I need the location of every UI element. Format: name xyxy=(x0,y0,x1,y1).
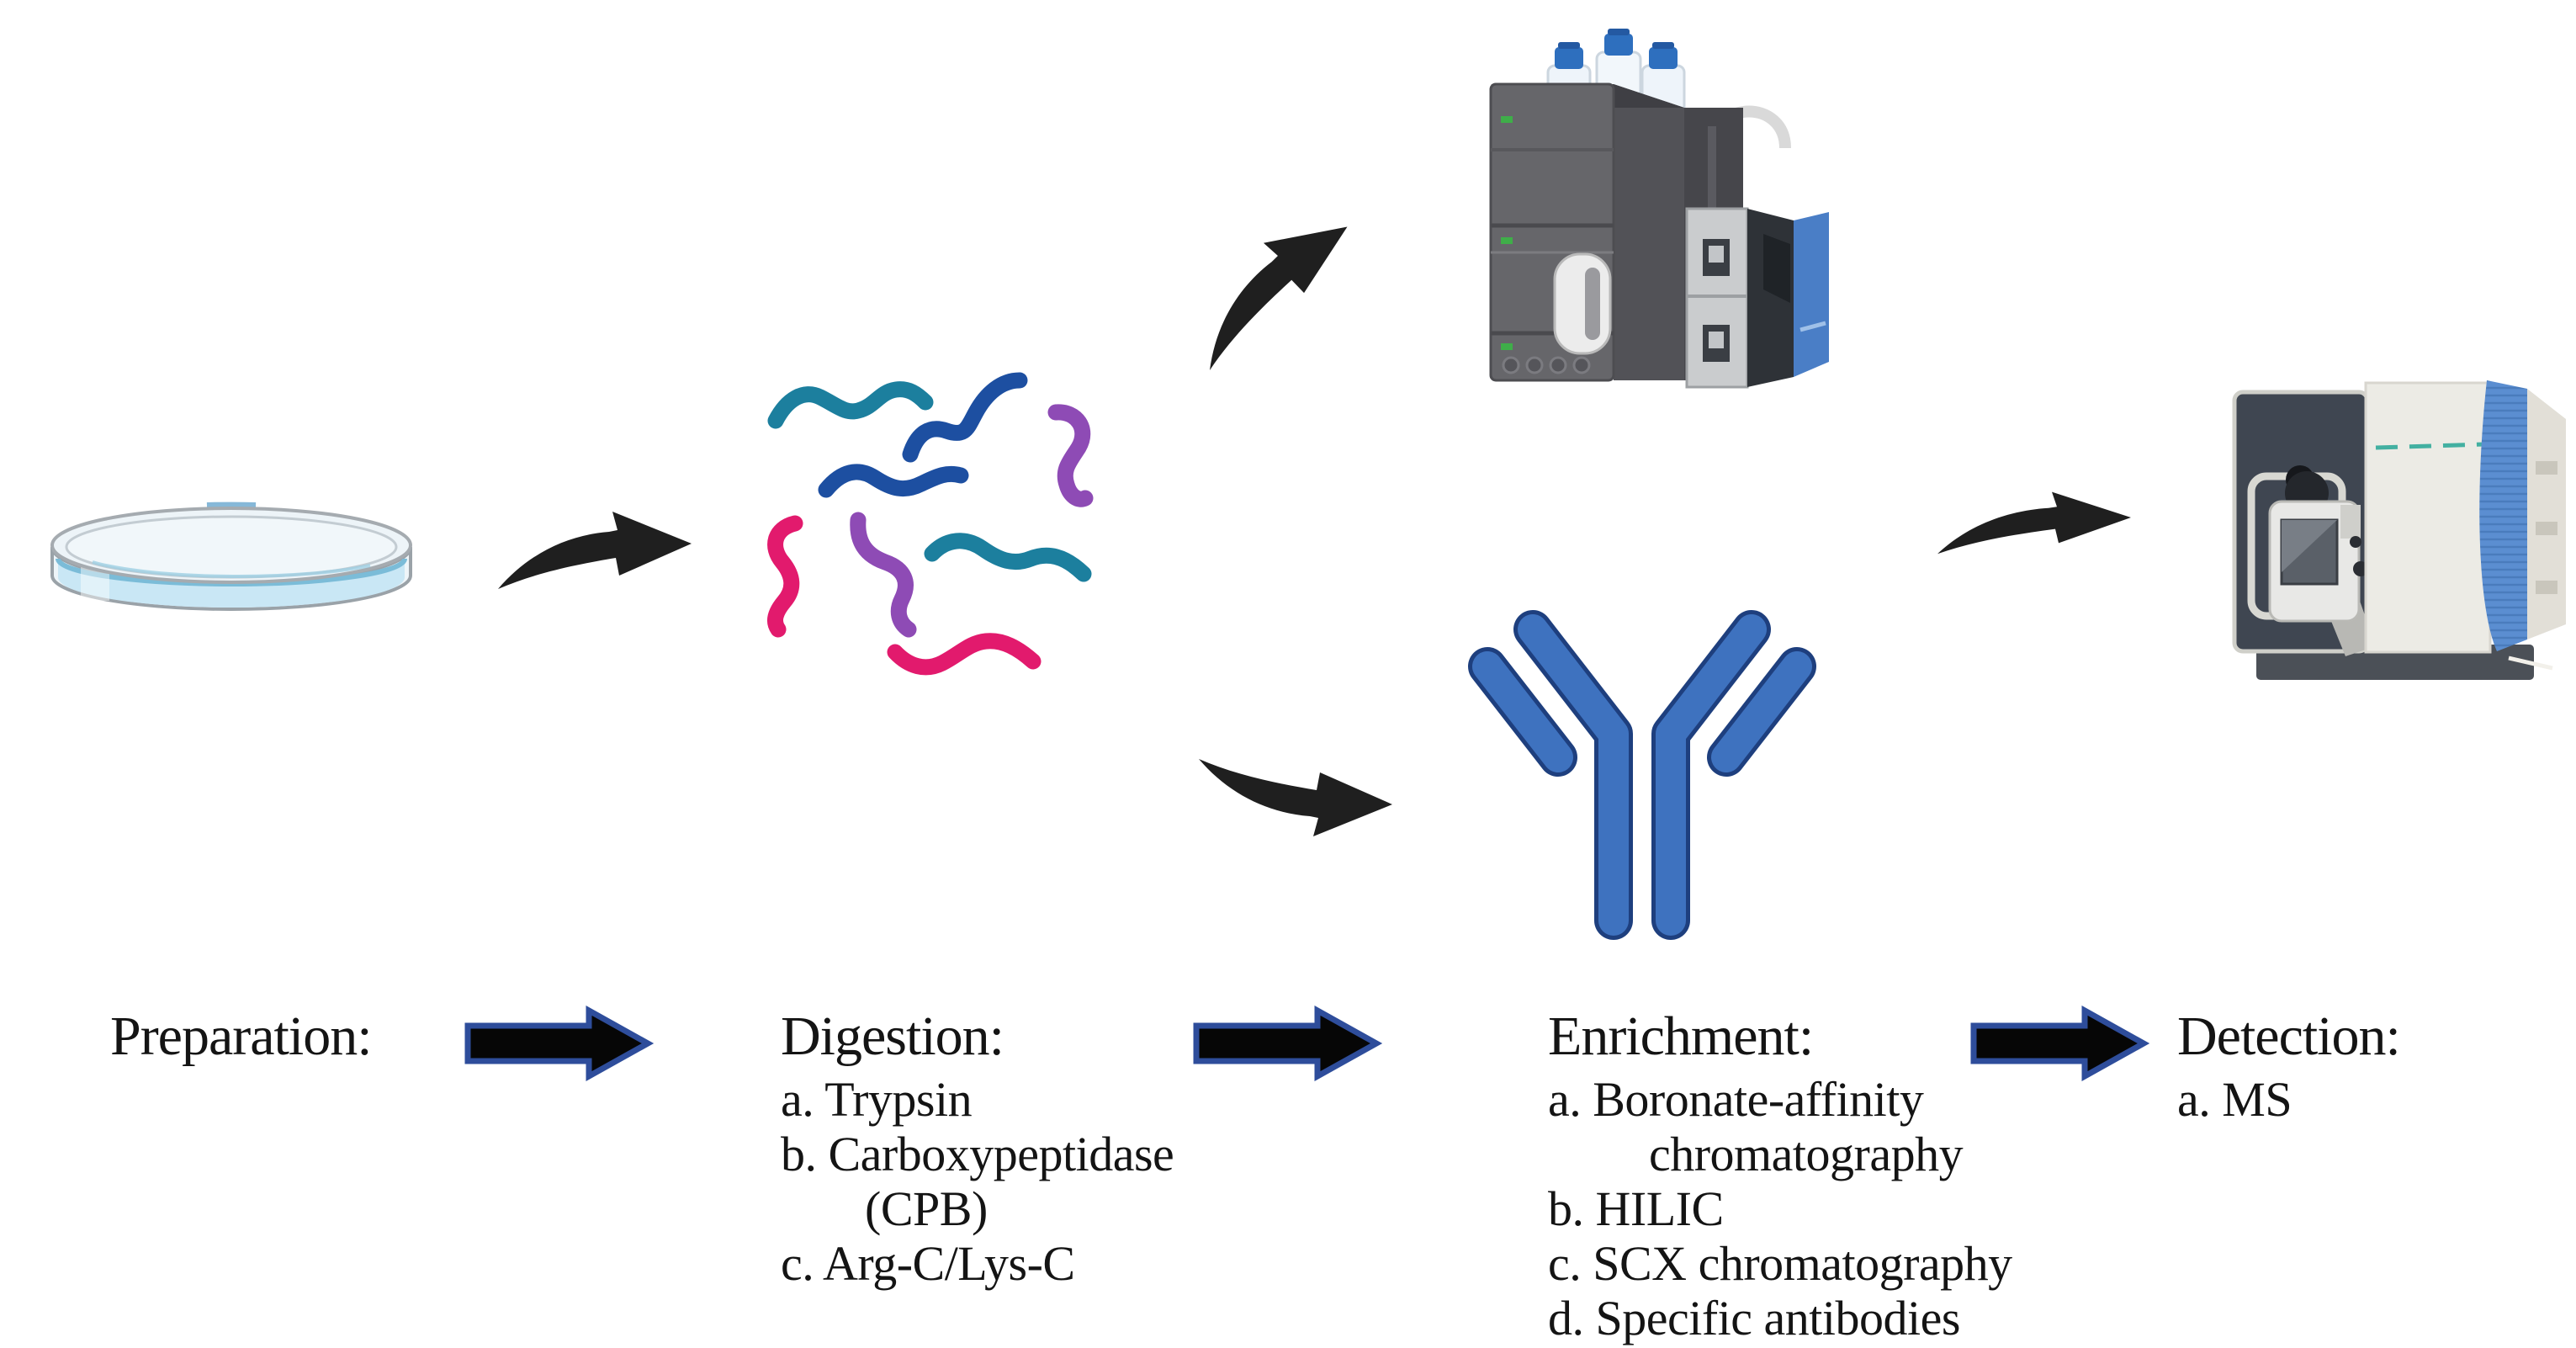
step-label: Preparation: xyxy=(110,1006,373,1067)
hplc-unit-opening-shadow xyxy=(1763,234,1790,303)
petri-dish-liquid xyxy=(58,559,405,608)
antibody-outline xyxy=(1468,610,1816,940)
list-item: (CPB) xyxy=(865,1181,988,1236)
ms-vent xyxy=(2536,581,2557,594)
petri-dish-inner-line xyxy=(92,560,371,578)
hplc-tower-side xyxy=(1614,84,1684,380)
block-arrows xyxy=(464,1006,2150,1081)
hplc-door-slot xyxy=(1585,268,1600,340)
peptide-purple-1 xyxy=(1047,404,1094,507)
peptide-pink-2 xyxy=(887,633,1042,676)
peptide-fragments-icon xyxy=(767,372,1094,676)
hplc-back-slot xyxy=(1708,126,1716,219)
list-item: a. Trypsin xyxy=(781,1072,973,1127)
mass-spectrometer-icon xyxy=(2232,380,2566,680)
curved-arrow-to-mass-spec xyxy=(1937,491,2131,555)
step-detection: Detection: a. MS xyxy=(2177,1006,2401,1128)
hplc-knob xyxy=(1525,356,1544,374)
ms-ion-source xyxy=(2268,465,2376,656)
list-item: b. HILIC xyxy=(1548,1181,1724,1236)
hplc-led xyxy=(1501,237,1513,244)
block-arrow-1 xyxy=(464,1006,655,1081)
step-label: Digestion: xyxy=(781,1006,1004,1067)
hplc-unit-blue-side xyxy=(1794,212,1829,377)
block-arrow-2 xyxy=(1193,1006,1383,1081)
ms-base-highlight xyxy=(2508,655,2553,671)
hplc-knob xyxy=(1572,356,1591,374)
peptide-teal-2 xyxy=(924,533,1092,582)
antibody-icon xyxy=(1468,610,1816,940)
list-item: c. SCX chromatography xyxy=(1548,1236,2012,1291)
peptide-navy-1 xyxy=(902,372,1028,463)
step-preparation: Preparation: xyxy=(110,1006,373,1067)
peptide-pink-1 xyxy=(767,515,803,638)
list-item: a. Boronate-affinity xyxy=(1548,1072,1924,1127)
peptide-navy-2 xyxy=(818,464,969,498)
list-item: d. Specific antibodies xyxy=(1548,1291,1960,1345)
block-arrow-3 xyxy=(1970,1006,2150,1081)
ms-blue-strip xyxy=(2479,380,2527,651)
ms-front-panel xyxy=(2364,381,2492,654)
ms-vent xyxy=(2536,522,2557,535)
hplc-door xyxy=(1553,252,1612,355)
hplc-column-unit xyxy=(1685,207,1829,389)
curved-arrow-peptides-to-antibody xyxy=(1199,759,1392,836)
hplc-knob xyxy=(1549,356,1567,374)
hplc-led xyxy=(1501,116,1513,123)
hplc-unit-display-inner xyxy=(1709,332,1724,348)
curved-arrow-dish-to-peptides xyxy=(498,512,692,589)
step-item-list: a. Boronate-affinity chromatography b. H… xyxy=(1548,1072,2012,1345)
step-item-list: a. Trypsin b. Carboxypeptidase (CPB) c. … xyxy=(781,1072,1174,1291)
hplc-unit-display-inner xyxy=(1709,246,1724,263)
antibody-body xyxy=(1472,614,1812,936)
hplc-unit-highlight xyxy=(1799,321,1826,332)
hplc-knob xyxy=(1502,356,1520,374)
list-item: c. Arg-C/Lys-C xyxy=(781,1236,1075,1291)
list-item: a. MS xyxy=(2177,1072,2292,1127)
step-enrichment: Enrichment: a. Boronate-affinity chromat… xyxy=(1548,1006,2012,1346)
petri-dish xyxy=(50,502,412,611)
curved-arrow-peptides-to-hplc xyxy=(1167,199,1372,370)
list-item: b. Carboxypeptidase xyxy=(781,1127,1174,1181)
peptide-purple-2 xyxy=(850,512,917,638)
ms-side-panel xyxy=(2527,389,2566,640)
list-item: chromatography xyxy=(1649,1127,1964,1181)
hplc-led xyxy=(1501,343,1513,350)
step-label: Enrichment: xyxy=(1548,1006,1814,1067)
peptide-teal-1 xyxy=(767,381,934,429)
ms-status-strip xyxy=(2375,442,2486,450)
step-label: Detection: xyxy=(2177,1006,2401,1067)
hplc-instrument-icon xyxy=(1489,29,1829,389)
ms-vent xyxy=(2536,461,2557,475)
step-item-list: a. MS xyxy=(2177,1072,2400,1127)
step-digestion: Digestion: a. Trypsin b. Carboxypeptidas… xyxy=(781,1006,1174,1292)
